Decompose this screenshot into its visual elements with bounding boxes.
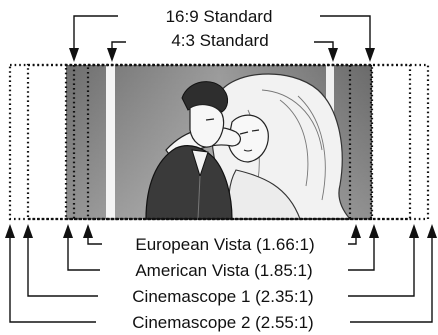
bottom-leaders — [5, 224, 437, 323]
arrow-down-icon — [365, 48, 375, 62]
arrow-up-icon — [23, 224, 33, 238]
arrow-up-icon — [409, 224, 419, 238]
label-cinemascope-1: Cinemascope 1 (2.35:1) — [132, 287, 313, 306]
arrow-up-icon — [427, 224, 437, 238]
frame-european-vista — [86, 63, 352, 221]
label-european-vista: European Vista (1.66:1) — [135, 235, 314, 254]
label-american-vista: American Vista (1.85:1) — [135, 261, 312, 280]
arrow-up-icon — [83, 224, 93, 238]
label-cinemascope-2: Cinemascope 2 (2.55:1) — [132, 313, 313, 332]
arrow-up-icon — [63, 224, 73, 238]
arrow-up-icon — [369, 224, 379, 238]
arrow-down-icon — [69, 48, 79, 62]
frame-american-vista — [64, 63, 374, 221]
top-leaders — [69, 15, 375, 62]
couple-illustration — [66, 65, 372, 220]
label-4-3-standard: 4:3 Standard — [171, 31, 268, 50]
frame-outlines — [8, 63, 430, 221]
arrow-down-icon — [328, 48, 338, 62]
arrow-down-icon — [107, 48, 117, 62]
arrow-up-icon — [351, 224, 361, 238]
arrow-up-icon — [5, 224, 15, 238]
label-16-9-standard: 16:9 Standard — [166, 7, 273, 26]
